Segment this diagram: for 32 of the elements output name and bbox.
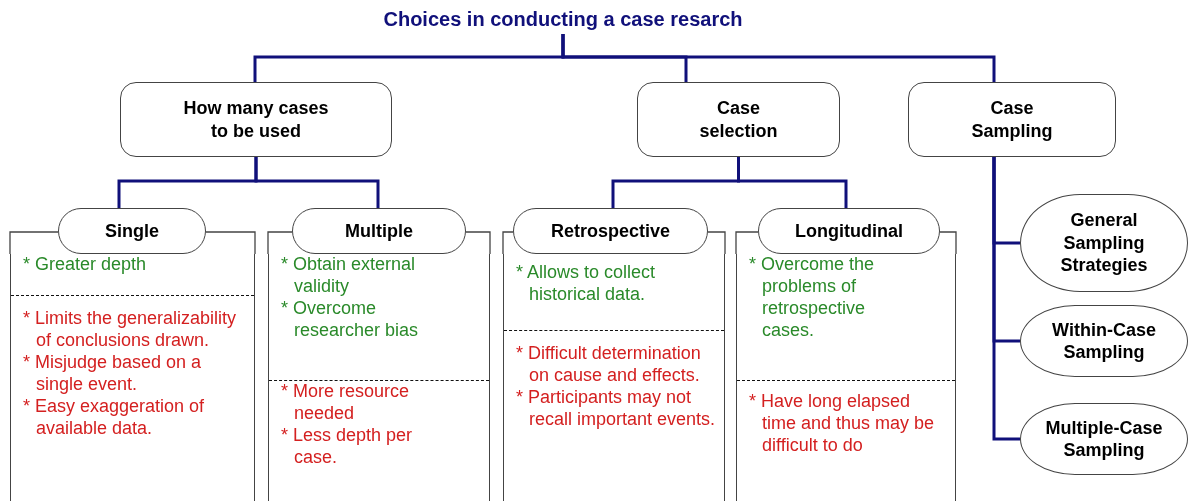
option-pill: Retrospective <box>513 208 708 254</box>
column-panel <box>10 254 255 501</box>
drawback-note: * More resource needed <box>281 381 411 425</box>
diagram-title: Choices in conducting a case resarch <box>330 8 796 34</box>
tree-connector <box>254 157 380 208</box>
column-panel <box>503 254 725 501</box>
column-panel <box>736 254 956 501</box>
drawback-note: * Participants may not recall important events. <box>516 386 717 431</box>
advantage-note: * Obtain external validity <box>281 254 417 298</box>
category-box: How many cases to be used <box>120 82 392 157</box>
option-pill: Single <box>58 208 206 254</box>
option-pill: Longitudinal <box>758 208 940 254</box>
tree-connector <box>737 157 848 208</box>
sampling-pill: General Sampling Strategies <box>1020 194 1188 292</box>
drawback-note: * Limits the generalizability of conclusions drawn. <box>23 308 238 352</box>
advantage-note: * Overcome the problems of retrospective cases. <box>749 254 876 342</box>
tree-connector <box>561 34 996 82</box>
drawback-note: * Less depth per case. <box>281 424 414 469</box>
drawback-note: * Have long elapsed time and thus may be difficult to do <box>749 391 936 457</box>
drawback-note: * Difficult determination on cause and effects. <box>516 343 702 387</box>
sampling-pill: Within-Case Sampling <box>1020 305 1188 377</box>
advantage-note: * Overcome researcher bias <box>281 297 420 342</box>
advantage-note: * Allows to collect historical data. <box>516 262 657 306</box>
category-box: Case Sampling <box>908 82 1116 157</box>
option-pill: Multiple <box>292 208 466 254</box>
drawback-note: * Easy exaggeration of available data. <box>23 395 206 440</box>
category-box: Case selection <box>637 82 840 157</box>
sampling-pill: Multiple-Case Sampling <box>1020 403 1188 475</box>
drawback-note: * Misjudge based on a single event. <box>23 351 203 396</box>
tree-connector <box>992 157 1020 441</box>
column-panel <box>268 254 490 501</box>
advantage-note: * Greater depth <box>23 254 148 276</box>
